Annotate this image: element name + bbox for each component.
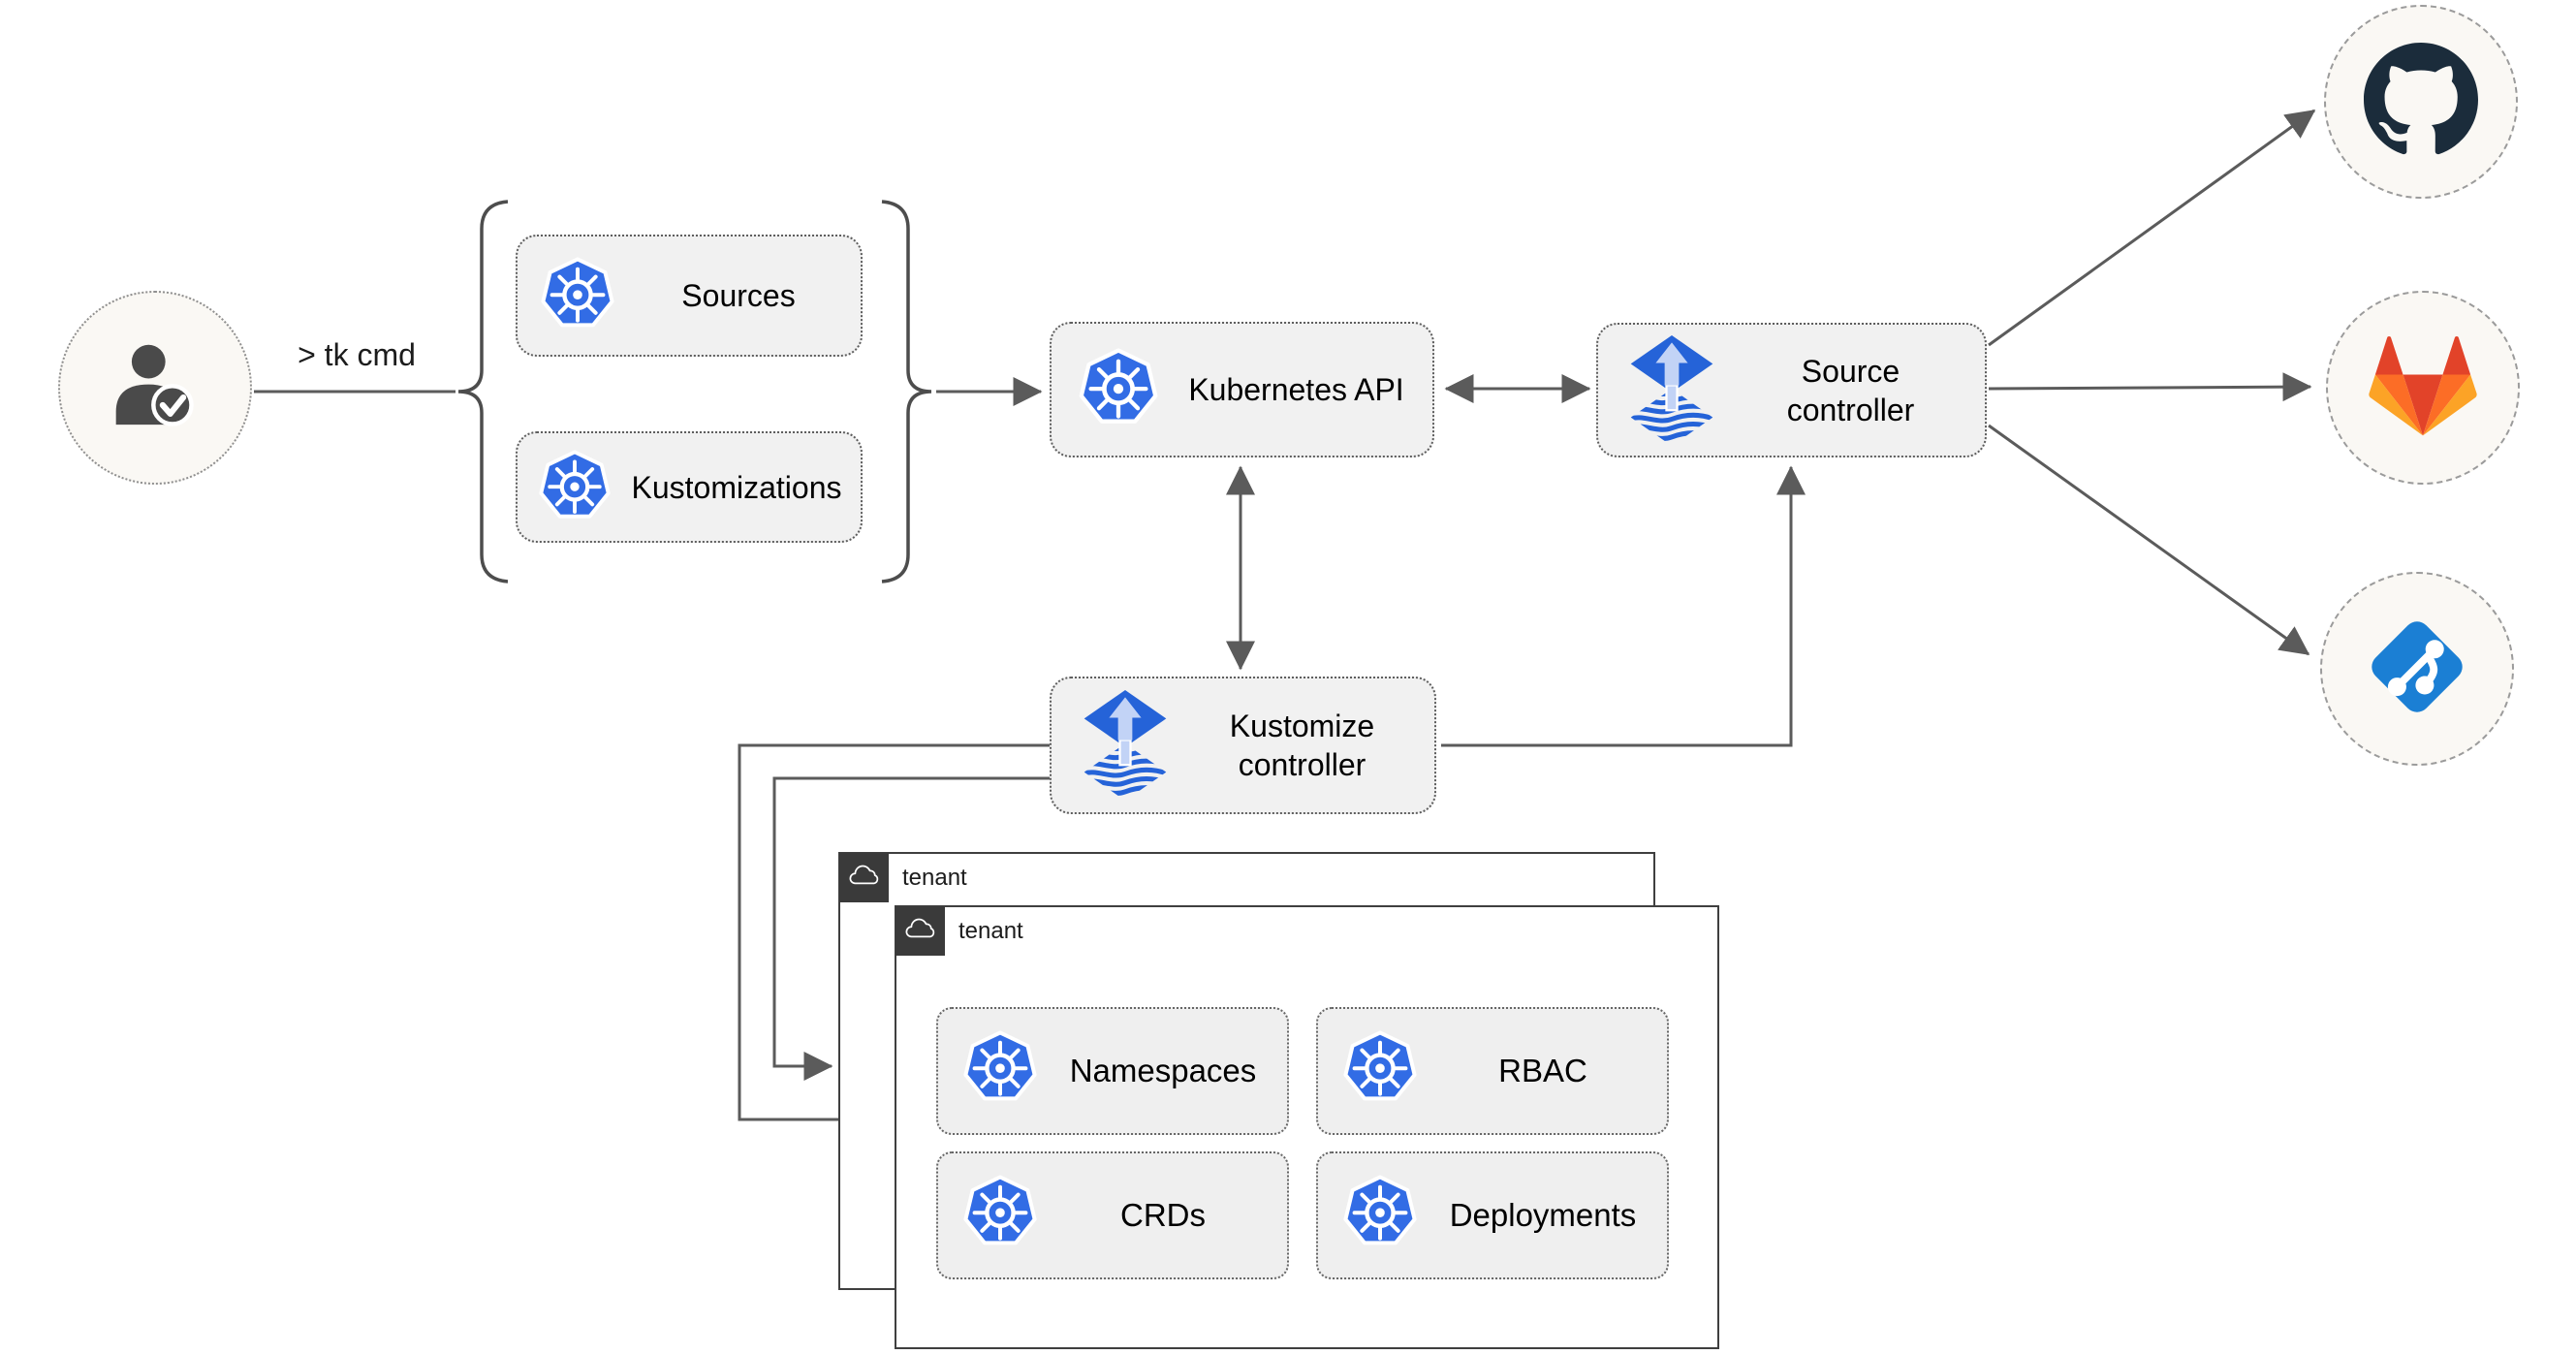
kustomizations-label: Kustomizations [631, 469, 842, 505]
edge-source-controller-to-git [1988, 424, 2310, 656]
cli-command-label: > tk cmd [298, 337, 416, 372]
group-right-brace [881, 200, 932, 583]
gitlab-icon [2369, 333, 2477, 442]
kustomizations-node: Kustomizations [516, 431, 863, 543]
flux-icon [1627, 333, 1716, 448]
tenant-window-inner: tenant Namespaces RBAC CRDs Deployments [895, 905, 1719, 1349]
cloud-icon [847, 864, 882, 893]
group-left-brace [457, 200, 509, 583]
kubernetes-icon [1077, 348, 1160, 431]
github-repository [2324, 5, 2518, 199]
rbac-label: RBAC [1498, 1053, 1587, 1088]
edge-kustomize-to-source-controller [1441, 465, 1806, 747]
kubernetes-api-node: Kubernetes API [1050, 322, 1434, 457]
sources-node: Sources [516, 235, 863, 357]
kubernetes-icon [961, 1175, 1039, 1257]
kubernetes-icon [961, 1030, 1039, 1113]
deployments-resource: Deployments [1316, 1151, 1669, 1279]
kubernetes-icon [539, 257, 616, 334]
tenant-window-title: tenant [958, 918, 1023, 944]
github-icon [2364, 43, 2478, 162]
namespaces-label: Namespaces [1069, 1053, 1257, 1088]
tenant-window-header [839, 853, 889, 902]
user-actor [58, 291, 252, 485]
kubernetes-icon [1341, 1030, 1419, 1113]
kustomize-controller-node: Kustomize controller [1050, 677, 1436, 814]
crds-resource: CRDs [936, 1151, 1289, 1279]
kubernetes-api-label: Kubernetes API [1188, 372, 1404, 407]
git-icon [2363, 613, 2471, 726]
sources-label: Sources [681, 278, 796, 313]
edge-source-controller-to-github [1988, 109, 2316, 347]
cloud-icon [903, 917, 938, 946]
crds-label: CRDs [1120, 1197, 1206, 1233]
gitlab-repository [2326, 291, 2520, 485]
tenant-window-title: tenant [902, 865, 967, 891]
kubernetes-icon [1341, 1175, 1419, 1257]
namespaces-resource: Namespaces [936, 1007, 1289, 1135]
kustomize-controller-label: Kustomize controller [1229, 709, 1375, 782]
source-controller-node: Source controller [1596, 323, 1987, 457]
edge-source-controller-to-gitlab [1988, 372, 2312, 402]
rbac-resource: RBAC [1316, 1007, 1669, 1135]
git-repository [2320, 572, 2514, 766]
kubernetes-icon [537, 450, 613, 525]
flux-icon [1081, 688, 1170, 803]
tenant-window-header [895, 906, 945, 956]
deployments-label: Deployments [1449, 1197, 1637, 1233]
source-controller-label: Source controller [1786, 353, 1915, 427]
